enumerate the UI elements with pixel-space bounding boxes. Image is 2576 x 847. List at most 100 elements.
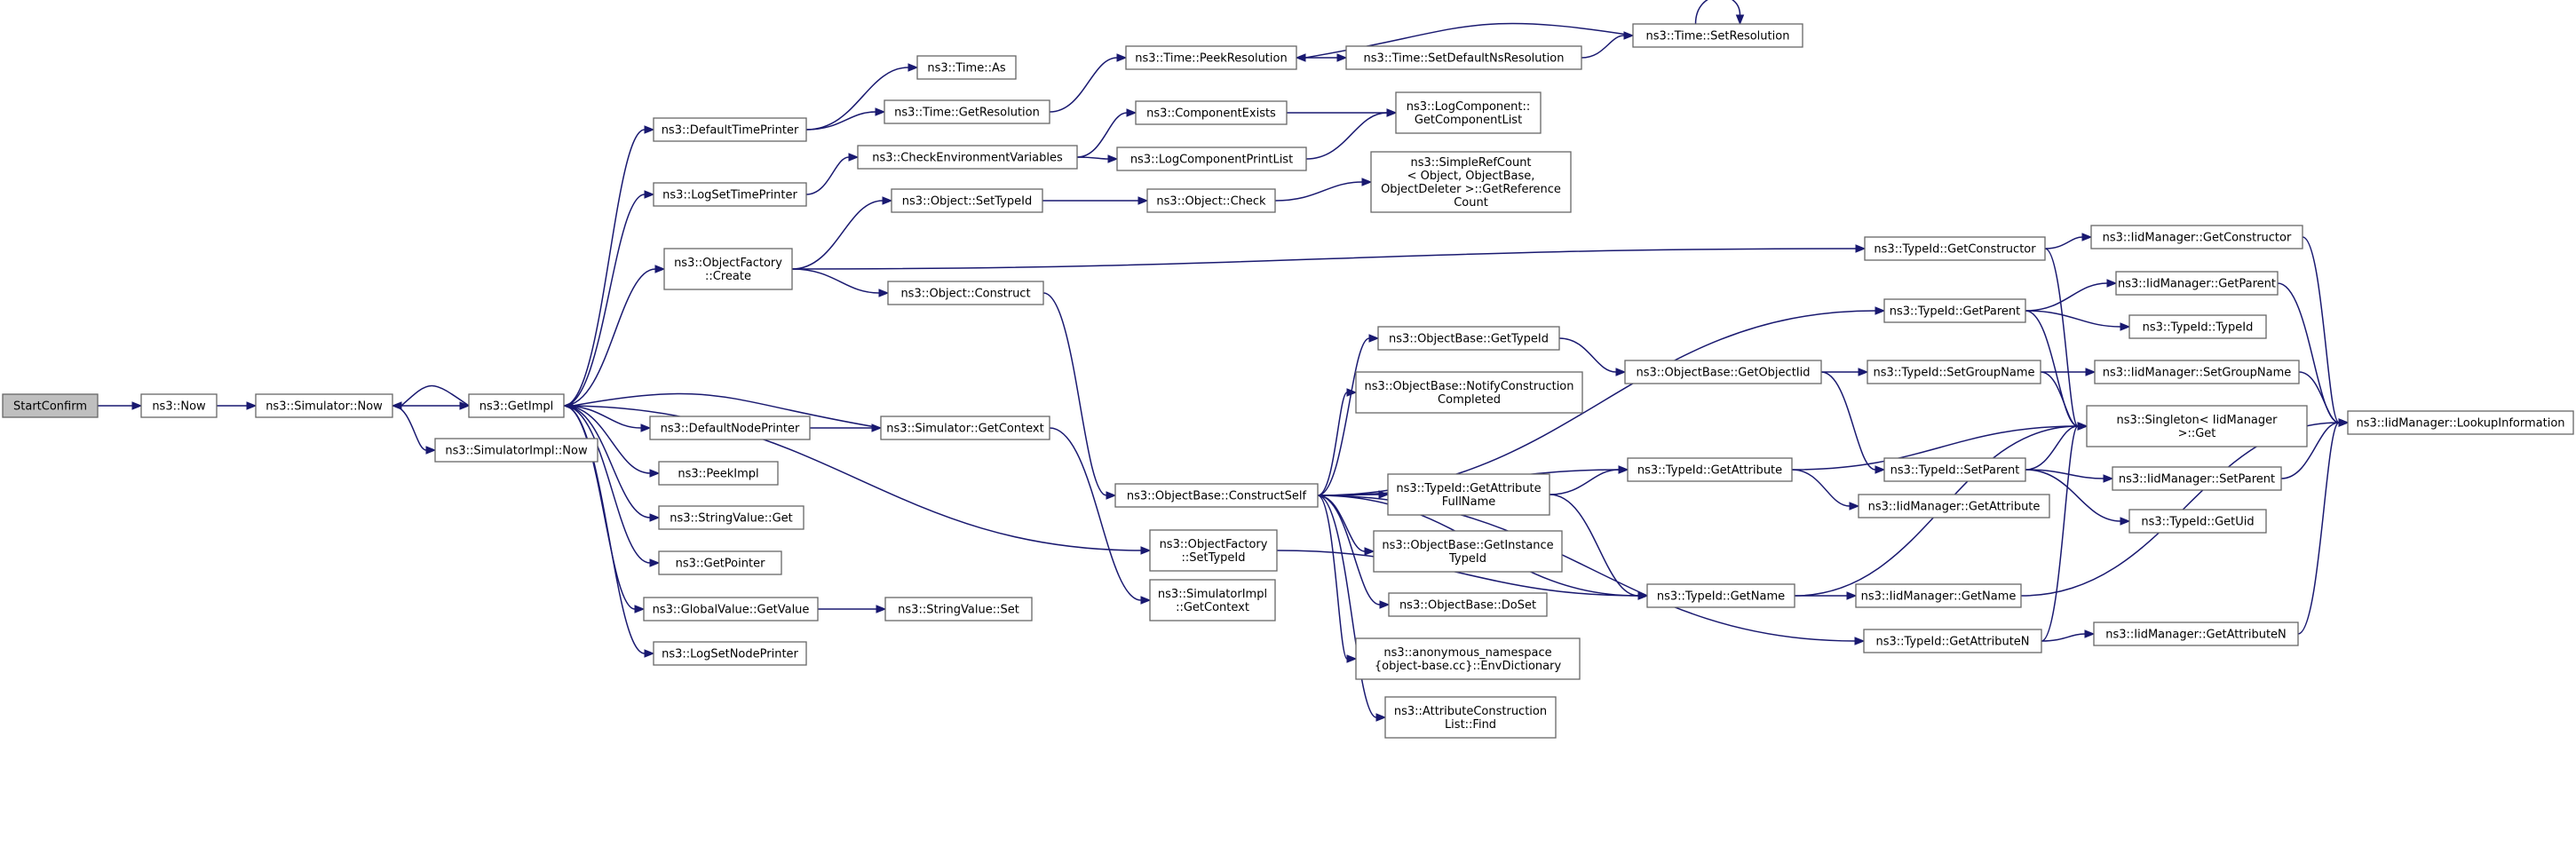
edge-get-impl-to-peek-impl (563, 405, 661, 478)
node-time-set-default-ns-resolution[interactable]: ns3::Time::SetDefaultNsResolution (1345, 45, 1582, 70)
edge-arrowhead (1368, 334, 1380, 343)
node-label: ns3::ObjectBase::DoSet (1399, 599, 1536, 613)
node-log-set-node-printer[interactable]: ns3::LogSetNodePrinter (653, 641, 807, 666)
node-peek-impl[interactable]: ns3::PeekImpl (658, 461, 779, 486)
node-object-check[interactable]: ns3::Object::Check (1146, 188, 1276, 213)
node-type-id-get-attribute-n[interactable]: ns3::TypeId::GetAttributeN (1863, 629, 2042, 653)
node-object-base-notify[interactable]: ns3::ObjectBase::NotifyConstructionCompl… (1355, 371, 1583, 414)
edge-arrowhead (1875, 465, 1886, 474)
edge-line (1581, 35, 1625, 59)
node-label: ns3::ObjectFactory (1160, 538, 1268, 551)
edge-line (1549, 469, 1620, 495)
node-log-component-get-list[interactable]: ns3::LogComponent::GetComponentList (1395, 91, 1542, 134)
node-string-value-get[interactable]: ns3::StringValue::Get (658, 505, 805, 530)
node-start-confirm[interactable]: StartConfirm (2, 393, 99, 418)
node-default-time-printer[interactable]: ns3::DefaultTimePrinter (653, 117, 807, 142)
edge-arrowhead (878, 289, 890, 297)
node-iid-get-name[interactable]: ns3::IidManager::GetName (1855, 583, 2022, 608)
node-default-node-printer[interactable]: ns3::DefaultNodePrinter (649, 416, 811, 440)
node-simulator-impl-now[interactable]: ns3::SimulatorImpl::Now (434, 438, 598, 463)
edge-arrowhead (459, 401, 471, 410)
node-box (653, 641, 807, 666)
node-iid-get-parent[interactable]: ns3::IidManager::GetParent (2115, 271, 2279, 296)
node-box (1858, 494, 2050, 518)
node-type-id-get-parent[interactable]: ns3::TypeId::GetParent (1883, 298, 2026, 323)
edge-arrowhead (2106, 279, 2118, 288)
node-time-as[interactable]: ns3::Time::As (916, 55, 1017, 80)
node-simulator-now[interactable]: ns3::Simulator::Now (255, 393, 393, 418)
node-box (1867, 360, 2041, 384)
edge-line (563, 405, 651, 564)
node-type-id-set-parent[interactable]: ns3::TypeId::SetParent (1883, 457, 2026, 482)
node-label: ns3::LogComponentPrintList (1130, 154, 1293, 167)
node-global-value-get-value[interactable]: ns3::GlobalValue::GetValue (643, 597, 819, 621)
node-type-id-set-group-name[interactable]: ns3::TypeId::SetGroupName (1867, 360, 2041, 384)
node-object-base-construct-self[interactable]: ns3::ObjectBase::ConstructSelf (1114, 483, 1319, 508)
node-simulator-get-context[interactable]: ns3::Simulator::GetContext (880, 416, 1050, 440)
edge-arrowhead (1361, 178, 1373, 186)
edge-arrowhead (246, 401, 258, 410)
node-object-base-do-set[interactable]: ns3::ObjectBase::DoSet (1388, 592, 1548, 617)
edge-arrowhead (644, 125, 655, 134)
node-simple-ref-count[interactable]: ns3::SimpleRefCount< Object, ObjectBase,… (1370, 151, 1572, 213)
node-object-set-type-id[interactable]: ns3::Object::SetTypeId (891, 188, 1043, 213)
node-check-env-vars[interactable]: ns3::CheckEnvironmentVariables (857, 145, 1078, 170)
node-box (468, 393, 565, 418)
node-now[interactable]: ns3::Now (140, 393, 218, 418)
edge-iid-get-attribute-n-to-iid-lookup-information (2297, 418, 2350, 635)
node-time-peek-resolution[interactable]: ns3::Time::PeekResolution (1125, 45, 1297, 70)
edge-time-get-resolution-to-time-peek-resolution (1049, 53, 1128, 113)
node-box (1883, 457, 2026, 482)
node-type-id-type-id[interactable]: ns3::TypeId::TypeId (2128, 314, 2267, 339)
node-label: ns3::IidManager::GetParent (2118, 278, 2276, 291)
node-box (2128, 314, 2267, 339)
edge-arrowhead (1615, 368, 1627, 376)
edge-arrowhead (649, 558, 661, 567)
node-label: ns3::StringValue::Get (670, 512, 792, 526)
node-iid-lookup-information[interactable]: ns3::IidManager::LookupInformation (2347, 410, 2574, 435)
node-type-id-get-uid[interactable]: ns3::TypeId::GetUid (2128, 509, 2267, 534)
node-log-set-time-printer[interactable]: ns3::LogSetTimePrinter (653, 182, 807, 207)
node-time-get-resolution[interactable]: ns3::Time::GetResolution (884, 99, 1050, 124)
node-object-base-get-object-iid[interactable]: ns3::ObjectBase::GetObjectIid (1624, 360, 1822, 384)
node-log-component-print-list[interactable]: ns3::LogComponentPrintList (1116, 146, 1307, 171)
edge-line (805, 156, 850, 195)
edge-line (563, 405, 646, 654)
node-box (1883, 298, 2026, 323)
node-iid-get-attribute-n[interactable]: ns3::IidManager::GetAttributeN (2093, 621, 2299, 646)
node-object-factory-create[interactable]: ns3::ObjectFactory::Create (663, 248, 793, 290)
node-anon-env-dictionary[interactable]: ns3::anonymous_namespace{object-base.cc}… (1355, 637, 1581, 680)
node-iid-get-attribute[interactable]: ns3::IidManager::GetAttribute (1858, 494, 2050, 518)
edge-line (2044, 248, 2079, 427)
edge-arrowhead (644, 190, 655, 199)
node-type-id-get-name[interactable]: ns3::TypeId::GetName (1646, 583, 1795, 608)
edge-line (563, 405, 651, 474)
node-label: ns3::Singleton< IidManager (2116, 414, 2278, 427)
node-box (2, 393, 99, 418)
node-string-value-set[interactable]: ns3::StringValue::Set (884, 597, 1033, 621)
node-iid-get-constructor[interactable]: ns3::IidManager::GetConstructor (2090, 225, 2303, 249)
node-box (2128, 509, 2267, 534)
edge-line (1276, 550, 1639, 597)
edge-line (1791, 469, 1851, 507)
node-iid-set-group-name[interactable]: ns3::IidManager::SetGroupName (2094, 360, 2300, 384)
node-time-set-resolution[interactable]: ns3::Time::SetResolution (1632, 23, 1803, 48)
node-singleton-get[interactable]: ns3::Singleton< IidManager>::Get (2086, 405, 2308, 447)
node-object-construct[interactable]: ns3::Object::Construct (887, 281, 1044, 305)
node-iid-set-parent[interactable]: ns3::IidManager::SetParent (2112, 466, 2282, 491)
node-component-exists[interactable]: ns3::ComponentExists (1135, 100, 1288, 125)
node-label: ns3::StringValue::Set (898, 604, 1019, 617)
node-simulator-impl-get-context[interactable]: ns3::SimulatorImpl::GetContext (1149, 579, 1276, 621)
node-type-id-get-constructor[interactable]: ns3::TypeId::GetConstructor (1864, 236, 2046, 261)
edge-line (805, 67, 909, 131)
node-label: ns3::TypeId::GetUid (2141, 516, 2254, 529)
node-get-pointer[interactable]: ns3::GetPointer (658, 550, 782, 575)
node-object-factory-set-type-id[interactable]: ns3::ObjectFactory::SetTypeId (1149, 529, 1278, 572)
node-get-impl[interactable]: ns3::GetImpl (468, 393, 565, 418)
node-type-id-get-attribute[interactable]: ns3::TypeId::GetAttribute (1627, 457, 1793, 482)
node-object-base-get-type-id[interactable]: ns3::ObjectBase::GetTypeId (1377, 326, 1560, 351)
node-label: ns3::ObjectBase::NotifyConstruction (1365, 380, 1574, 393)
